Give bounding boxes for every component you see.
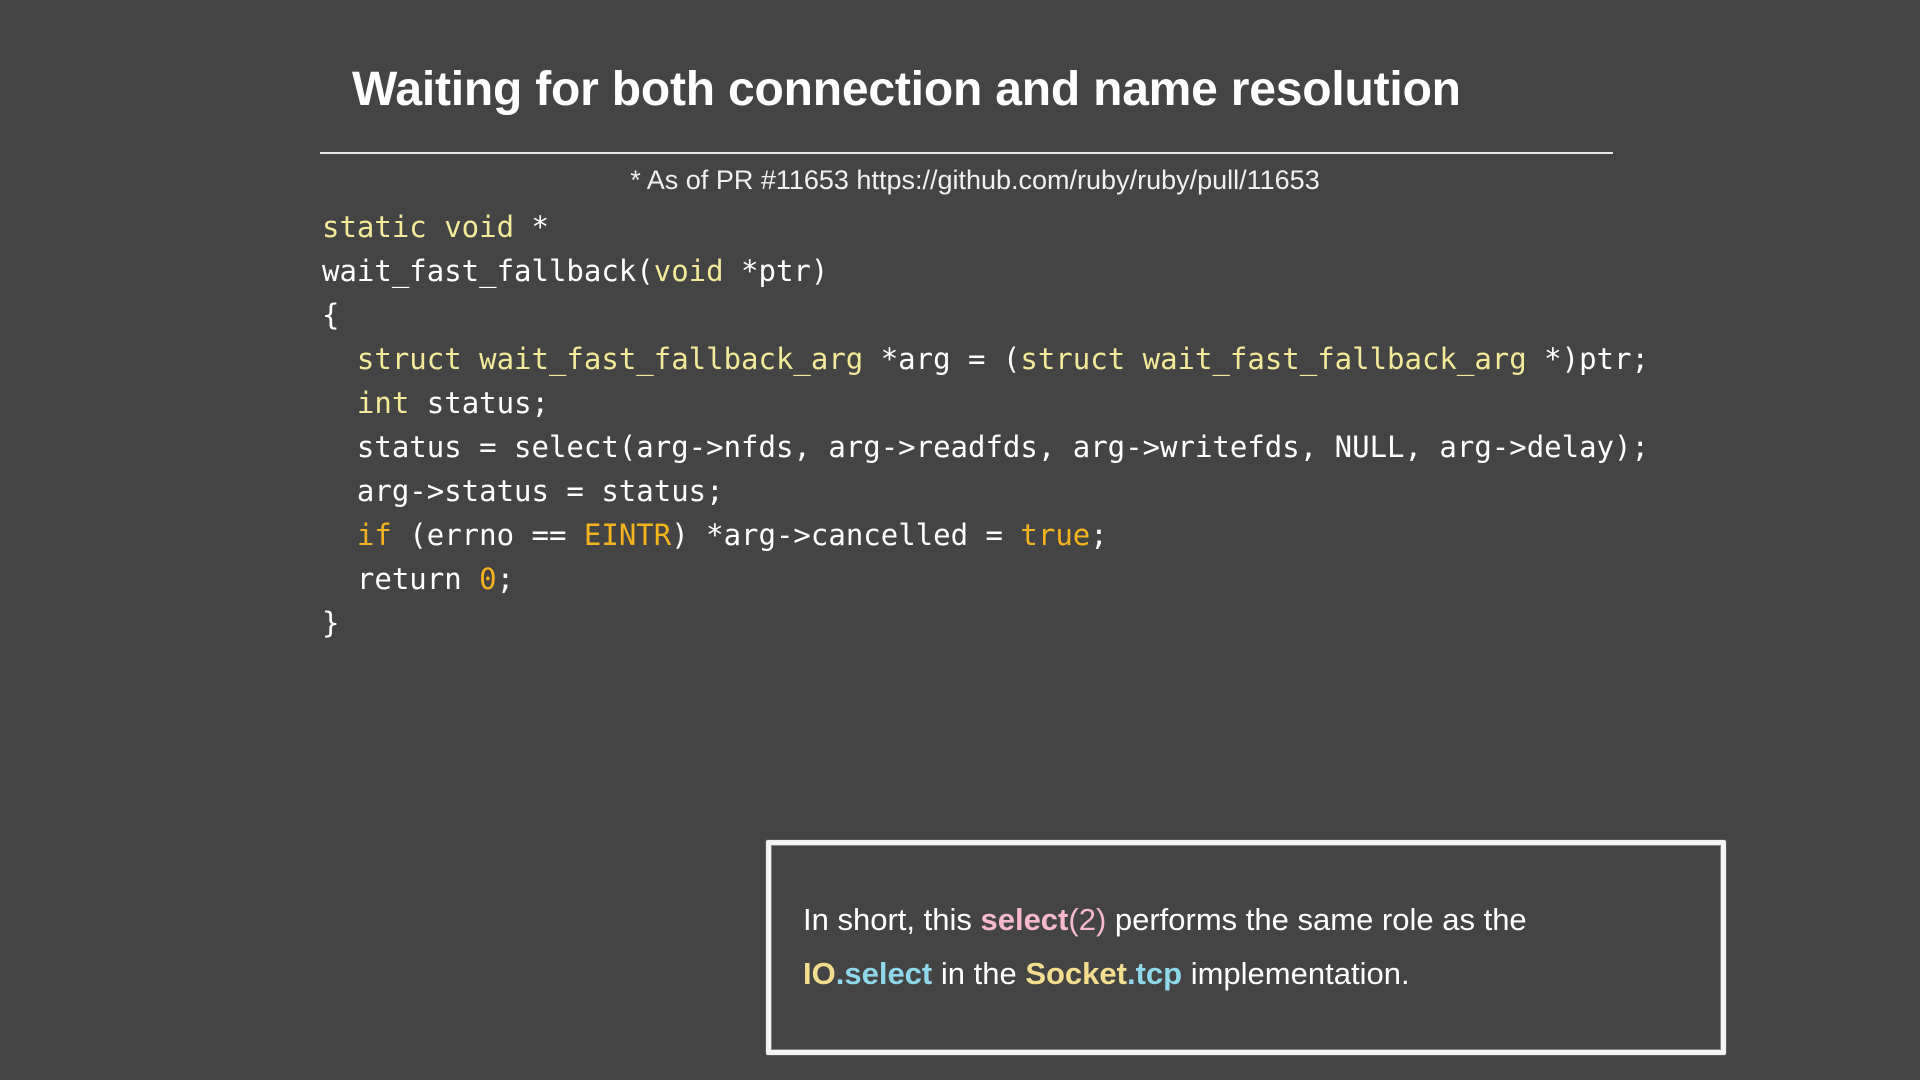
callout-line: In short, this select(2) performs the sa… [803,893,1691,947]
callout-token: select [980,902,1069,937]
code-line: wait_fast_fallback(void *ptr) [322,249,1649,293]
code-token: EINTR [583,518,672,552]
code-token [322,386,357,420]
code-token: (errno == [391,518,584,552]
code-token: } [322,606,340,640]
code-line: struct wait_fast_fallback_arg *arg = (st… [322,337,1649,381]
code-token: *)ptr; [1526,342,1649,376]
code-token: ; [1090,518,1108,552]
callout-token: (2) [1068,902,1107,937]
title-divider [320,152,1613,154]
callout-token: in the [932,956,1026,991]
code-token [322,342,357,376]
code-line: int status; [322,381,1649,425]
code-token: if [356,518,392,552]
callout-token: .tcp [1126,956,1183,991]
code-token: static void [322,210,532,244]
code-token: * [531,210,549,244]
pr-footnote: * As of PR #11653 https://github.com/rub… [630,165,1320,195]
code-token: { [322,298,340,332]
code-token: struct wait_fast_fallback_arg [356,342,864,376]
code-token: int [356,386,410,420]
code-line: static void * [322,205,1649,249]
code-token: wait_fast_fallback( [322,254,654,288]
code-token: ; [496,562,515,596]
callout-box: In short, this select(2) performs the sa… [766,840,1726,1055]
callout-token: IO [803,956,836,991]
code-line: return 0; [322,557,1649,601]
code-token: return [322,562,480,596]
code-block: static void *wait_fast_fallback(void *pt… [322,205,1649,645]
callout-token: In short, this [803,902,981,937]
callout-line: IO.select in the Socket.tcp implementati… [803,947,1691,1001]
code-line: arg->status = status; [322,469,1649,513]
code-token: arg->status = status; [322,474,724,508]
code-token: *ptr) [723,254,829,288]
callout-token: performs the same role as the [1106,902,1527,937]
code-token: status; [409,386,549,420]
callout-token: .select [835,956,933,991]
code-line: } [322,601,1649,645]
code-token: void [653,254,724,288]
page-title: Waiting for both connection and name res… [352,63,1461,116]
code-token: status = select(arg->nfds, arg->readfds,… [322,430,1649,464]
code-token: *arg = ( [863,342,1021,376]
code-token: true [1020,518,1091,552]
code-line: status = select(arg->nfds, arg->readfds,… [322,425,1649,469]
code-token: 0 [479,562,497,596]
callout-token: implementation. [1182,956,1410,991]
callout-token: Socket [1025,956,1127,991]
code-line: if (errno == EINTR) *arg->cancelled = tr… [322,513,1649,557]
code-token [322,518,357,552]
code-line: { [322,293,1649,337]
code-token: struct wait_fast_fallback_arg [1020,342,1527,376]
code-token: ) *arg->cancelled = [671,518,1021,552]
callout-text: In short, this select(2) performs the sa… [803,893,1691,1001]
